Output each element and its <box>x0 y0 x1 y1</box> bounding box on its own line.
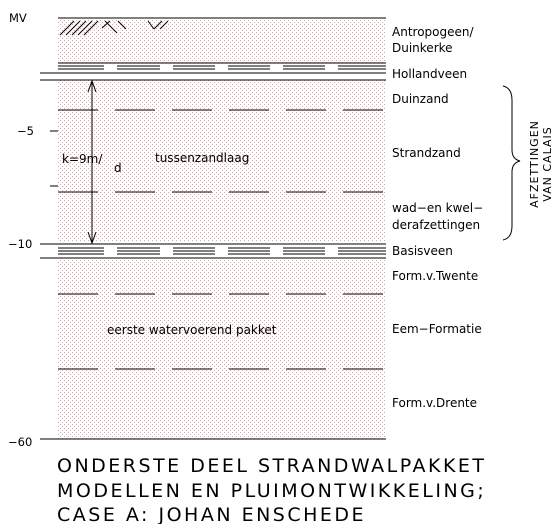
layer-label-drente: Form.v.Drente <box>392 396 477 410</box>
anthropogenic-hatching <box>59 20 169 36</box>
group-label-line1: AFZETTINGEN <box>528 120 541 208</box>
peat-layer-hollandveen <box>58 62 386 70</box>
aquifer-label: eerste watervoerend pakket <box>107 323 277 337</box>
layer-label-twente: Form.v.Twente <box>392 269 478 283</box>
caption-line-2: MODELLEN EN PLUIMONTWIKKELING; <box>57 480 486 502</box>
layer-boundaries <box>40 17 386 440</box>
dashed-boundaries <box>58 109 383 370</box>
layer-label-basisveen: Basisveen <box>392 244 453 258</box>
group-label-line2: VAN CALAIS <box>541 126 554 201</box>
layer-label-duinkerke: Duinkerke <box>392 41 453 55</box>
depth-label-10: −10 <box>8 237 32 251</box>
depth-label-60: −60 <box>8 435 32 449</box>
peat-layer-basisveen <box>58 247 386 255</box>
group-brace <box>502 85 521 241</box>
layer-labels: Antropogeen/ Duinkerke Hollandveen Duinz… <box>392 25 483 410</box>
caption-line-1: ONDERSTE DEEL STRANDWALPAKKET <box>57 455 487 477</box>
layer-label-wad-en-kwel: wad−en kwel− <box>392 201 483 215</box>
depth-label-mv: MV <box>9 11 27 25</box>
k-value-annotation: k=9m/ d <box>62 152 122 175</box>
caption-line-3: CASE A: JOHAN ENSCHEDE <box>57 504 366 524</box>
layer-label-derafzettingen: derafzettingen <box>392 218 480 232</box>
tussenzandlaag-label: tussenzandlaag <box>155 151 249 165</box>
layer-label-duinzand: Duinzand <box>392 92 449 106</box>
thickness-arrow <box>87 79 97 245</box>
sand-fill-upper <box>58 19 386 63</box>
layer-label-strandzand: Strandzand <box>392 146 461 160</box>
sand-fill-lower <box>58 259 386 439</box>
depth-label-5: −5 <box>17 124 34 138</box>
k-value-label: k=9m/ <box>62 152 103 166</box>
layer-label-eem: Eem−Formatie <box>392 322 482 336</box>
sand-fill-middle <box>58 80 386 242</box>
layer-label-antropogeen: Antropogeen/ <box>392 25 474 39</box>
layer-label-hollandveen: Hollandveen <box>392 67 467 81</box>
k-value-unit: d <box>114 161 122 175</box>
depth-ticks <box>50 130 58 187</box>
